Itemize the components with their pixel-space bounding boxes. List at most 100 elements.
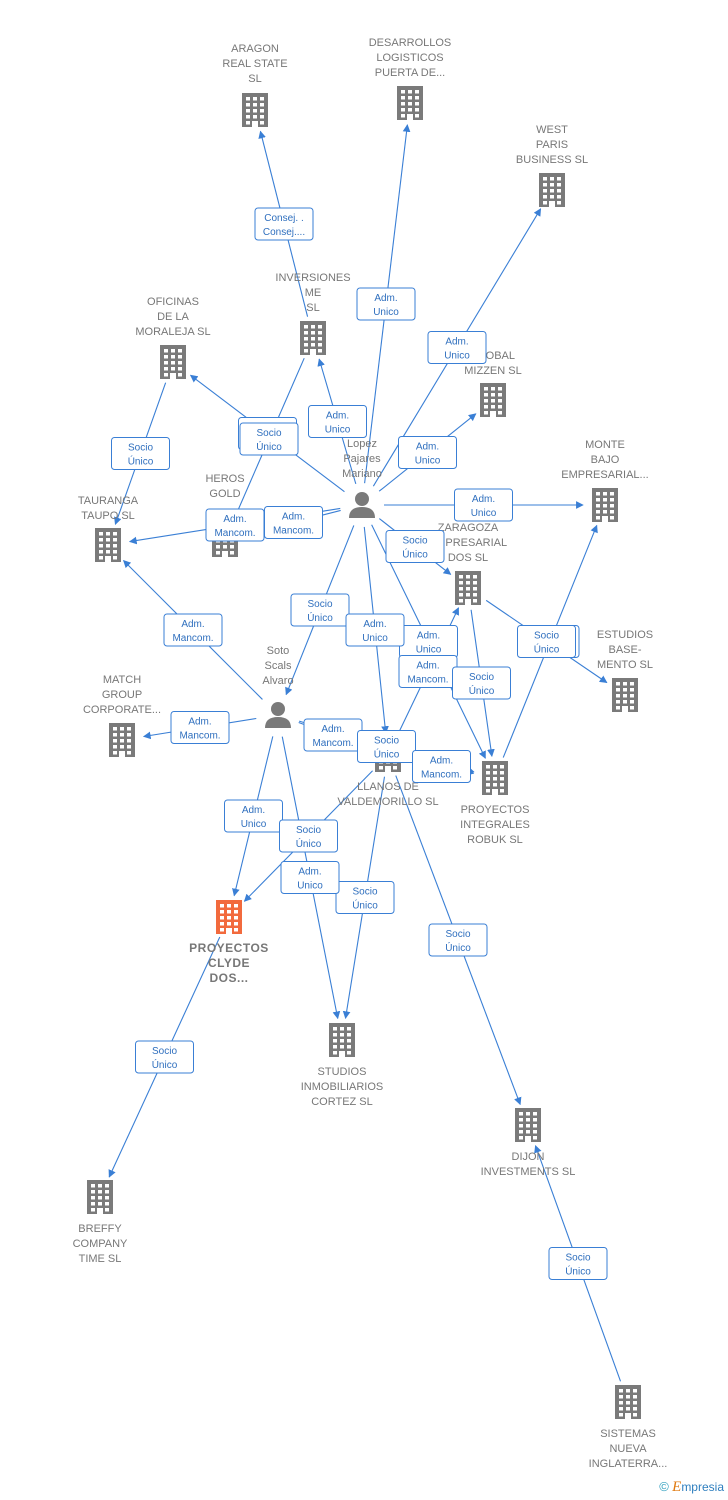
node-label: EMPRESARIAL — [429, 537, 507, 549]
relation-badge-text: Unico — [362, 633, 388, 644]
building-icon — [480, 383, 506, 417]
relation-badge-text: Socio — [296, 825, 321, 836]
relation-badge[interactable]: Adm.Mancom. — [303, 718, 363, 752]
relation-badge-text: Único — [469, 684, 495, 697]
relation-badge-text: Unico — [444, 351, 470, 362]
relation-badge-text: Único — [402, 548, 428, 561]
node-label: TAUPO SL — [81, 510, 135, 522]
relation-badge[interactable]: Adm.Unico — [280, 861, 340, 894]
relation-badge-text: Socio — [565, 1253, 590, 1264]
relation-badge-text: Adm. — [282, 512, 305, 523]
node-sistemas[interactable]: SISTEMASNUEVAINGLATERRA... — [589, 1385, 668, 1470]
node-tauranga[interactable]: TAURANGA TAUPO SL — [78, 495, 139, 562]
node-label: DOS SL — [448, 552, 488, 564]
relation-badge[interactable]: Adm.Unico — [345, 613, 405, 647]
node-label: ARAGON — [231, 43, 279, 55]
relation-badge[interactable]: Adm.Unico — [399, 625, 458, 658]
relation-badge-box — [264, 506, 323, 539]
node-label: GROUP — [102, 689, 142, 701]
relation-badge[interactable]: Adm.Unico — [356, 287, 416, 321]
relation-badge-box — [452, 666, 511, 700]
building-icon — [397, 86, 423, 120]
relation-badge-box — [385, 530, 445, 563]
relation-badge-box — [239, 422, 299, 456]
node-aragon[interactable]: ARAGON REAL STATE SL — [222, 43, 288, 127]
node-label: CORPORATE... — [83, 704, 161, 716]
relation-badge[interactable]: Adm.Mancom. — [412, 750, 471, 783]
relation-badge-box — [427, 331, 487, 364]
building-icon — [109, 723, 135, 757]
relation-badge[interactable]: Adm.Mancom. — [163, 613, 223, 647]
relation-badge[interactable]: Adm.Mancom. — [170, 711, 230, 744]
node-label: WEST — [536, 124, 568, 136]
node-label: REAL STATE — [222, 58, 287, 70]
relation-badge-text: Adm. — [416, 661, 439, 672]
relation-badge[interactable]: Adm.Unico — [454, 488, 513, 522]
relation-badge[interactable]: Adm.Mancom. — [264, 506, 323, 539]
relation-badge[interactable]: Adm.Mancom. — [205, 508, 265, 542]
node-label: COMPANY — [73, 1238, 128, 1250]
relation-badge-box — [135, 1040, 194, 1074]
relation-badge-text: Unico — [297, 881, 323, 892]
relation-badge-text: Adm. — [326, 411, 349, 422]
relation-badge[interactable]: Adm.Mancom. — [398, 655, 458, 688]
node-label: TAURANGA — [78, 495, 139, 507]
relation-badge-text: Socio — [152, 1046, 177, 1057]
node-label: STUDIOS — [318, 1066, 367, 1078]
relation-badge-text: Adm. — [416, 442, 439, 453]
node-label: MENTO SL — [597, 659, 653, 671]
relation-badge-box — [548, 1247, 608, 1280]
brand-footer[interactable]: © Empresia — [659, 1479, 724, 1496]
building-icon — [300, 321, 326, 355]
building-icon — [612, 678, 638, 712]
relation-badge-text: Socio — [128, 443, 153, 454]
node-clyde[interactable]: PROYECTOSCLYDEDOS... — [189, 900, 269, 985]
relation-badge[interactable]: Consej. .Consej.... — [254, 207, 314, 241]
node-label: INMOBILIARIOS — [301, 1081, 384, 1093]
badges-layer: Consej. .Consej....Adm.UnicoAdm.UnicoAdm… — [111, 207, 608, 1280]
node-label: INVERSIONES — [275, 272, 350, 284]
relation-badge[interactable]: Adm.Unico — [427, 331, 487, 364]
node-label: BAJO — [591, 454, 620, 466]
relation-badge-text: Único — [374, 748, 400, 761]
node-match[interactable]: MATCH GROUP CORPORATE... — [83, 674, 161, 757]
relation-badge[interactable]: Adm.Unico — [398, 436, 457, 469]
relation-badge-text: Consej. . — [264, 213, 303, 224]
node-label: Mariano — [342, 468, 382, 480]
relation-badge-box — [308, 405, 367, 438]
node-label: SL — [248, 73, 261, 85]
relation-badge[interactable]: Adm.Unico — [308, 405, 367, 438]
relation-badge[interactable]: Adm.Unico — [224, 799, 283, 833]
relation-badge-text: Mancom. — [421, 770, 462, 781]
node-label: MATCH — [103, 674, 141, 686]
node-label: BUSINESS SL — [516, 154, 588, 166]
relation-badge-text: Único — [296, 837, 322, 850]
node-montebajo[interactable]: MONTEBAJOEMPRESARIAL... — [561, 439, 649, 522]
relation-badge-text: Único — [445, 941, 471, 954]
relation-badge-text: Socio — [534, 631, 559, 642]
